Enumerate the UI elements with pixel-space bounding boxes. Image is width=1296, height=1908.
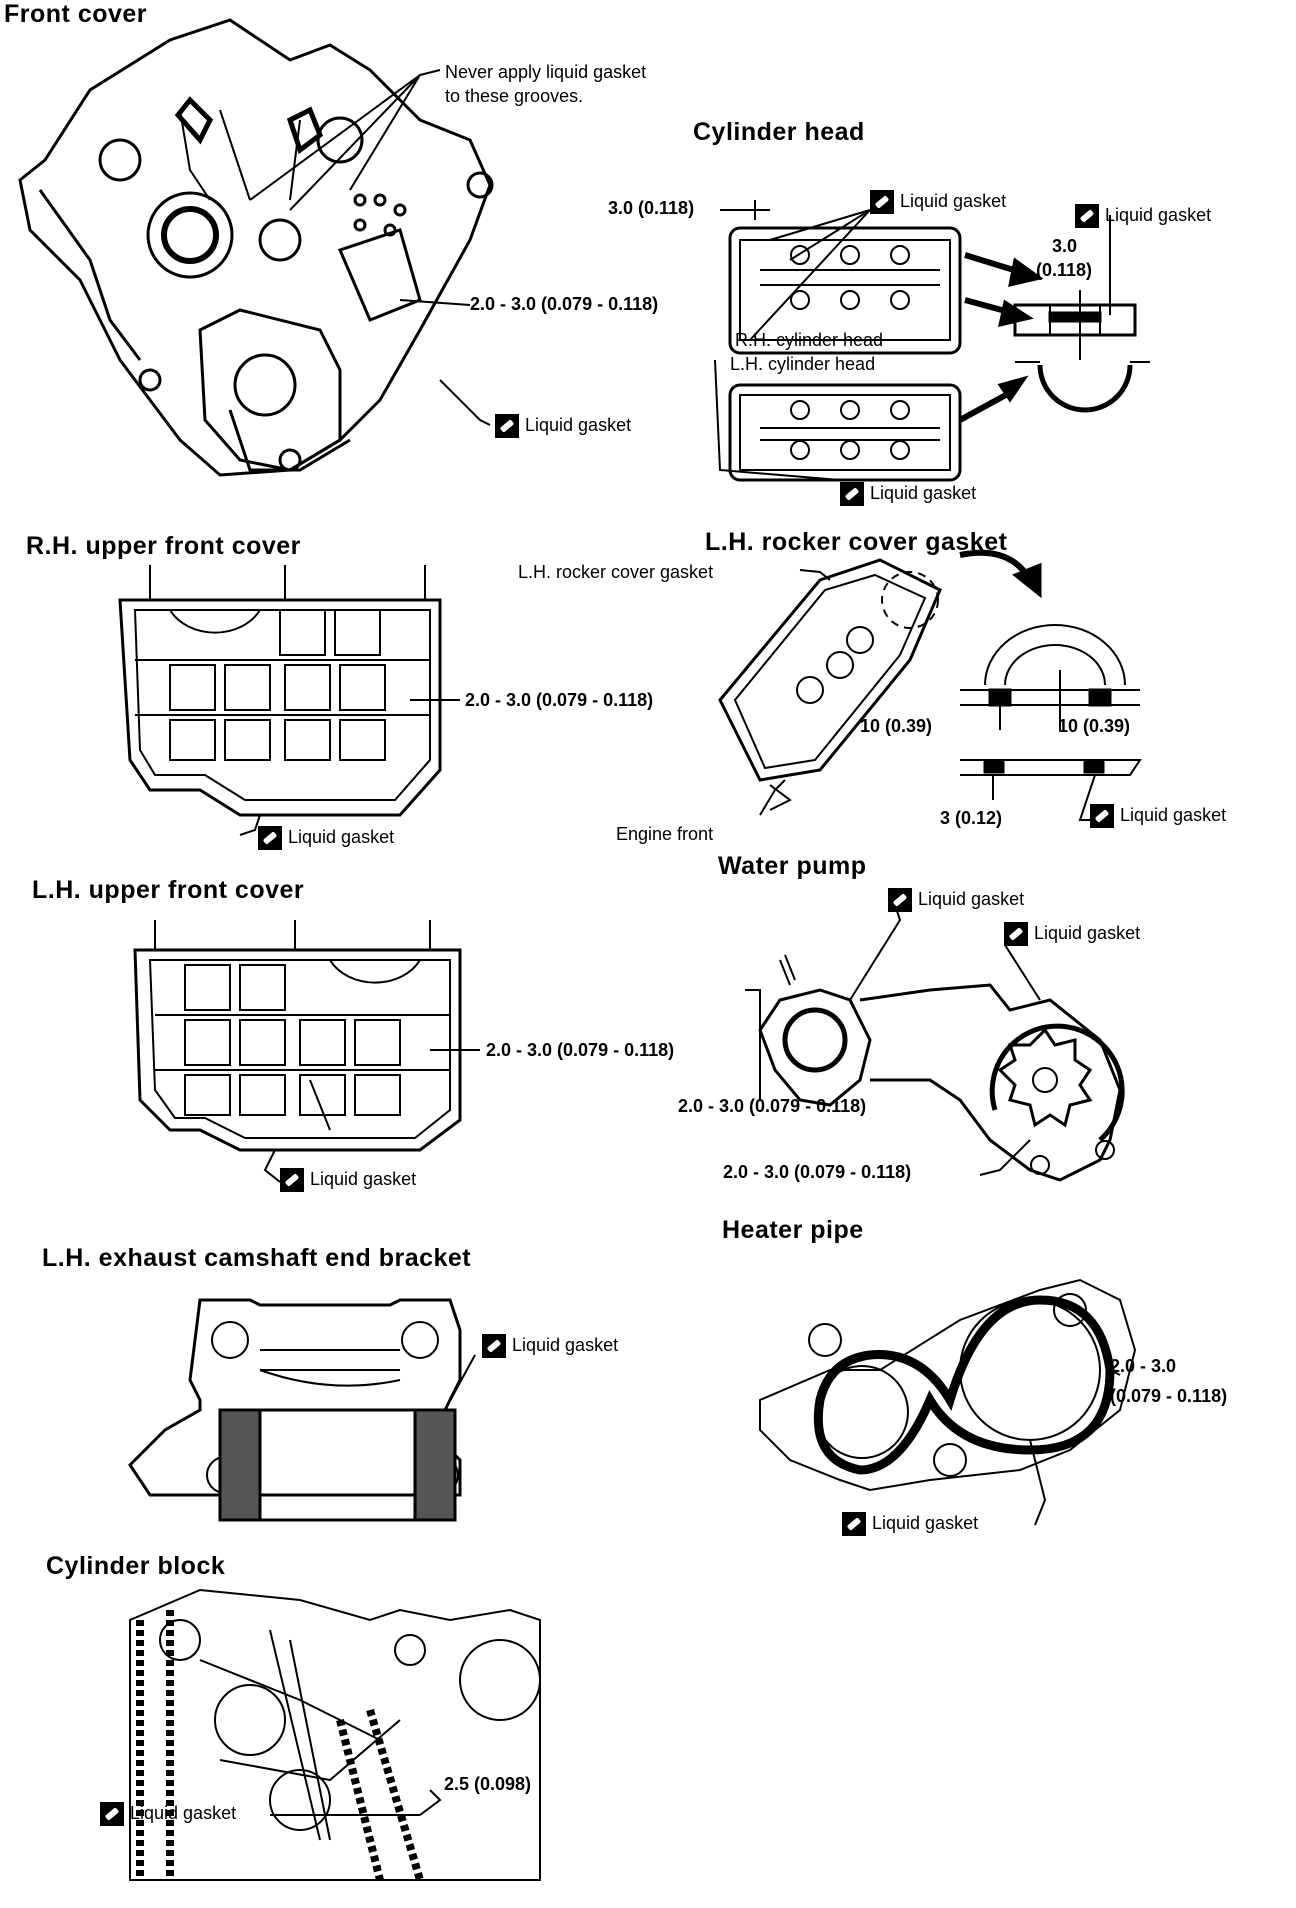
cylinder-head-drawing [714, 200, 1150, 482]
rocker-gasket-label: Liquid gasket [1090, 804, 1226, 828]
lh-exhaust-bracket-gasket-text: Liquid gasket [512, 1334, 619, 1355]
front-cover-title: Front cover [4, 0, 148, 28]
front-cover-dimension: 2.0 - 3.0 (0.079 - 0.118) [470, 294, 659, 314]
cylinder-head-gasket-c: Liquid gasket [840, 482, 976, 506]
cylinder-head-dim-left: 3.0 (0.118) [608, 198, 695, 218]
rocker-gasket-text: Liquid gasket [1120, 804, 1227, 825]
front-cover-gasket-label: Liquid gasket [495, 414, 631, 438]
cylinder-head-gasket-c-text: Liquid gasket [870, 482, 977, 503]
liquid-gasket-icon [1090, 804, 1114, 828]
rh-upper-front-cover-title: R.H. upper front cover [26, 532, 301, 560]
liquid-gasket-icon [840, 482, 864, 506]
lh-exhaust-bracket-gasket: Liquid gasket [482, 1334, 618, 1358]
front-cover-note: Never apply liquid gasket to these groov… [445, 62, 647, 106]
cylinder-head-gasket-a-text: Liquid gasket [900, 190, 1007, 211]
liquid-gasket-icon [870, 190, 894, 214]
liquid-gasket-icon [1004, 922, 1028, 946]
cylinder-head-gasket-a: Liquid gasket [870, 190, 1006, 214]
cylinder-head-gasket-b: Liquid gasket [1075, 204, 1211, 228]
lh-exhaust-bracket-title: L.H. exhaust camshaft end bracket [42, 1244, 472, 1272]
engine-front-label: Engine front [616, 824, 714, 844]
liquid-gasket-icon [258, 826, 282, 850]
lh-upper-front-cover-gasket: Liquid gasket [280, 1168, 416, 1192]
heater-pipe-title: Heater pipe [722, 1216, 864, 1244]
liquid-gasket-icon [100, 1802, 124, 1826]
rh-upper-front-cover-gasket: Liquid gasket [258, 826, 394, 850]
water-pump-gasket-a-text: Liquid gasket [918, 888, 1025, 909]
cylinder-head-title: Cylinder head [693, 118, 865, 146]
front-cover-drawing [18, 18, 494, 477]
front-cover-gasket-text: Liquid gasket [525, 414, 632, 435]
rh-upper-front-cover-dimension: 2.0 - 3.0 (0.079 - 0.118) [465, 690, 654, 710]
heater-pipe-drawing [759, 1278, 1137, 1526]
cylinder-block-gasket-text: Liquid gasket [130, 1802, 237, 1823]
lh-upper-front-cover-title: L.H. upper front cover [32, 876, 305, 904]
lh-upper-front-cover-dimension: 2.0 - 3.0 (0.079 - 0.118) [486, 1040, 675, 1060]
liquid-gasket-icon [842, 1512, 866, 1536]
cylinder-head-gasket-b-text: Liquid gasket [1105, 204, 1212, 225]
lh-exhaust-bracket-drawing [128, 1298, 476, 1522]
rh-upper-front-cover-drawing [118, 565, 460, 836]
rocker-dim-a: 10 (0.39) [860, 716, 933, 736]
liquid-gasket-icon [495, 414, 519, 438]
lh-rocker-cover-gasket-part-label: L.H. rocker cover gasket [518, 562, 714, 582]
liquid-gasket-icon [482, 1334, 506, 1358]
cylinder-head-dim-right-2: (0.118) [1036, 260, 1093, 280]
lh-rocker-cover-gasket-drawing [718, 549, 1142, 821]
heater-pipe-dim-2: (0.079 - 0.118) [1110, 1386, 1228, 1406]
water-pump-gasket-a: Liquid gasket [888, 888, 1024, 912]
lh-upper-front-cover-drawing [133, 920, 480, 1183]
water-pump-dim-a: 2.0 - 3.0 (0.079 - 0.118) [678, 1096, 867, 1116]
cylinder-head-dim-right-1: 3.0 [1052, 236, 1078, 256]
lh-upper-front-cover-gasket-text: Liquid gasket [310, 1168, 417, 1189]
cylinder-block-drawing [129, 1588, 541, 1882]
water-pump-gasket-b: Liquid gasket [1004, 922, 1140, 946]
heater-pipe-dim-1: 2.0 - 3.0 [1110, 1356, 1177, 1376]
water-pump-drawing [745, 904, 1125, 1182]
liquid-gasket-icon [280, 1168, 304, 1192]
lh-rocker-cover-gasket-title: L.H. rocker cover gasket [705, 528, 1008, 556]
water-pump-dim-b: 2.0 - 3.0 (0.079 - 0.118) [723, 1162, 912, 1182]
heater-pipe-gasket: Liquid gasket [842, 1512, 978, 1536]
water-pump-gasket-b-text: Liquid gasket [1034, 922, 1141, 943]
rh-upper-front-cover-gasket-text: Liquid gasket [288, 826, 395, 847]
rh-cylinder-head-label: R.H. cylinder head [735, 330, 884, 350]
rocker-dim-c: 3 (0.12) [940, 808, 1003, 828]
heater-pipe-gasket-text: Liquid gasket [872, 1512, 979, 1533]
lh-cylinder-head-label: L.H. cylinder head [730, 354, 876, 374]
cylinder-block-title: Cylinder block [46, 1552, 226, 1580]
cylinder-block-gasket: Liquid gasket [100, 1802, 236, 1826]
rocker-dim-b: 10 (0.39) [1058, 716, 1131, 736]
water-pump-title: Water pump [718, 852, 867, 880]
liquid-gasket-icon [1075, 204, 1099, 228]
liquid-gasket-icon [888, 888, 912, 912]
cylinder-block-dimension: 2.5 (0.098) [444, 1774, 532, 1794]
